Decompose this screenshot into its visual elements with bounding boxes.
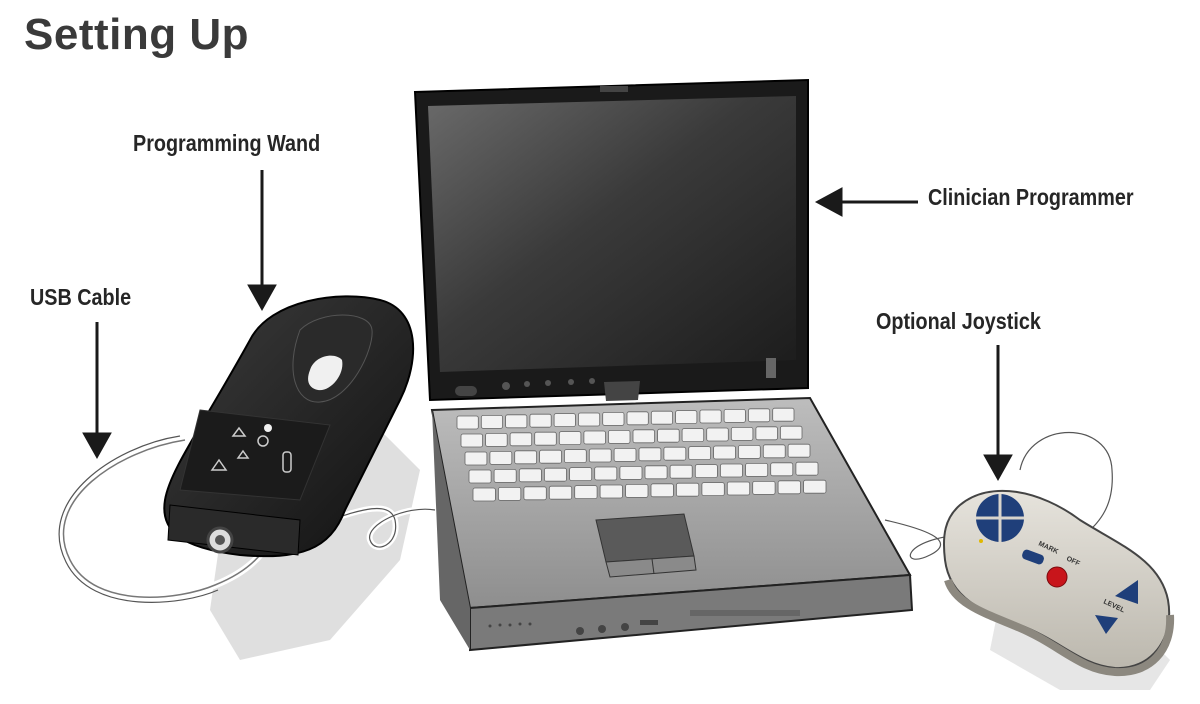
keyboard-key: [755, 426, 778, 441]
keyboard-key: [523, 486, 547, 501]
keyboard-key: [738, 444, 761, 459]
keyboard-key: [803, 479, 827, 494]
keyboard-key: [688, 446, 712, 461]
keyboard-key: [489, 450, 513, 465]
keyboard-key: [663, 446, 687, 461]
keyboard-key: [752, 480, 776, 495]
keyboard-key: [748, 408, 771, 423]
optional-joystick: MARK OFF LEVEL: [942, 489, 1175, 677]
keyboard-key: [632, 429, 656, 444]
keyboard-key: [608, 429, 631, 444]
keyboard-key: [509, 432, 533, 447]
arrow-programming-wand: [247, 170, 277, 312]
keyboard-key: [657, 428, 680, 443]
keyboard-key: [497, 486, 522, 501]
keyboard-key: [669, 464, 693, 479]
keyboard-key: [468, 469, 492, 484]
label-optional-joystick: Optional Joystick: [876, 308, 1041, 334]
arrow-clinician-programmer: [814, 187, 918, 217]
keyboard-key: [558, 431, 582, 446]
keyboard-key: [485, 432, 508, 447]
keyboard-key: [713, 445, 736, 460]
keyboard-key: [464, 451, 488, 466]
programming-wand: [163, 295, 415, 558]
keyboard-key: [472, 487, 496, 502]
keyboard-key: [650, 483, 674, 498]
keyboard-key: [638, 447, 662, 462]
label-clinician-programmer: Clinician Programmer: [928, 184, 1134, 210]
keyboard-key: [583, 430, 606, 445]
keyboard-key: [493, 468, 517, 483]
keyboard-key: [701, 482, 725, 497]
keyboard-key: [644, 465, 668, 480]
keyboard-key: [723, 408, 746, 423]
keyboard-key: [518, 468, 542, 483]
keyboard-key: [574, 485, 598, 500]
keyboard-key: [795, 461, 819, 476]
keyboard-key: [720, 463, 743, 478]
laptop-clinician-programmer: [413, 78, 914, 652]
keyboard-key: [694, 464, 718, 479]
keyboard-key: [602, 411, 625, 426]
laptop-screen: [428, 96, 796, 372]
keyboard-key: [480, 414, 503, 429]
keyboard-key: [650, 410, 673, 425]
label-usb-cable: USB Cable: [30, 284, 132, 310]
callout-arrows: [82, 170, 1013, 482]
keyboard-key: [626, 411, 649, 426]
keyboard-key: [544, 467, 567, 482]
keyboard-key: [553, 413, 576, 428]
label-programming-wand: Programming Wand: [133, 130, 321, 156]
keyboard-key: [699, 409, 722, 424]
page-title: Setting Up: [24, 10, 249, 59]
keyboard-key: [730, 426, 754, 441]
keyboard-key: [787, 443, 811, 458]
laptop-keyboard: [456, 407, 827, 502]
keyboard-key: [548, 485, 573, 500]
keyboard-key: [619, 465, 643, 480]
keyboard-key: [726, 481, 751, 496]
keyboard-key: [578, 412, 601, 427]
keyboard-key: [569, 467, 593, 482]
keyboard-key: [594, 466, 618, 481]
keyboard-key: [564, 449, 587, 464]
keyboard-key: [613, 447, 637, 462]
keyboard-key: [762, 444, 786, 459]
arrow-optional-joystick: [983, 345, 1013, 482]
keyboard-key: [514, 450, 538, 465]
keyboard-key: [675, 410, 698, 425]
keyboard-key: [599, 484, 623, 499]
keyboard-key: [534, 431, 557, 446]
keyboard-key: [777, 480, 801, 495]
keyboard-key: [676, 482, 700, 497]
keyboard-key: [770, 462, 794, 477]
keyboard-key: [745, 462, 769, 477]
keyboard-key: [706, 427, 729, 442]
keyboard-key: [460, 433, 484, 448]
keyboard-key: [505, 414, 528, 429]
keyboard-key: [681, 428, 705, 443]
keyboard-key: [772, 407, 795, 422]
keyboard-key: [625, 483, 649, 498]
keyboard-key: [456, 415, 479, 430]
keyboard-key: [780, 425, 803, 440]
arrow-usb-cable: [82, 322, 112, 460]
keyboard-key: [529, 413, 552, 428]
keyboard-key: [539, 449, 562, 464]
keyboard-key: [588, 448, 612, 463]
